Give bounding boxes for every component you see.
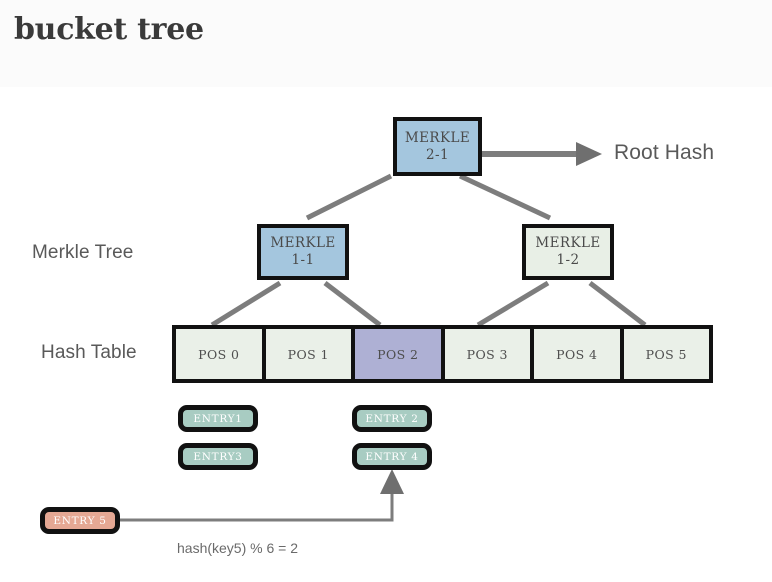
label-root-hash: Root Hash [614,141,715,164]
arrowhead-entry4 [380,469,404,494]
hash-cell-pos-5-label: POS 5 [645,346,687,362]
connector-merkle21-merkle12 [458,173,552,221]
connector-merkle11-pos0 [210,280,282,328]
merkle-node-2-1-line1: MERKLE [404,129,471,146]
connector-merkle21-merkle11 [305,173,393,221]
label-merkle-tree: Merkle Tree [32,242,134,263]
page-title: bucket tree [14,12,204,47]
merkle-node-2-1[interactable]: MERKLE 2-1 [393,117,482,176]
entry-box-entry-1-label: ENTRY1 [193,412,243,425]
connector-entry5-entry4 [120,491,394,522]
label-hash-formula: hash(key5) % 6 = 2 [177,540,299,556]
label-hash-table: Hash Table [41,342,137,363]
merkle-node-1-2-line2: 1-2 [556,252,580,268]
hash-cell-pos-3-label: POS 3 [466,346,508,362]
merkle-node-2-1-line2: 2-1 [426,146,449,163]
hash-cell-pos-1-label: POS 1 [287,346,329,362]
entry-box-entry-4[interactable]: ENTRY 4 [352,443,432,470]
connector-merkle12-pos3 [476,280,550,328]
entry-box-entry-5-label: ENTRY 5 [53,514,107,527]
hash-cell-pos-1[interactable]: POS 1 [265,329,355,379]
hash-cell-pos-0[interactable]: POS 0 [176,329,266,379]
merkle-node-1-1-line2: 1-1 [291,252,315,268]
entry-box-entry-4-label: ENTRY 4 [365,450,419,463]
hash-cell-pos-2-label: POS 2 [377,346,419,362]
hash-cell-pos-5[interactable]: POS 5 [623,329,709,379]
hash-cell-pos-0-label: POS 0 [198,346,240,362]
entry-box-entry-5[interactable]: ENTRY 5 [40,507,120,534]
hash-cell-pos-4[interactable]: POS 4 [534,329,624,379]
merkle-node-1-2-line1: MERKLE [535,235,601,252]
entry-box-entry-2-label: ENTRY 2 [365,412,419,425]
merkle-node-1-1-line1: MERKLE [270,235,336,252]
hash-table: POS 0 POS 1 POS 2 POS 3 POS 4 POS 5 [172,325,713,383]
entry-box-entry-3[interactable]: ENTRY3 [178,443,258,470]
entry-box-entry-2[interactable]: ENTRY 2 [352,405,432,432]
merkle-node-1-1[interactable]: MERKLE 1-1 [257,224,349,280]
hash-cell-pos-2[interactable]: POS 2 [355,329,445,379]
hash-cell-pos-4-label: POS 4 [556,346,598,362]
connector-merkle11-pos2 [323,281,382,327]
diagram-panel: MERKLE 2-1 MERKLE 1-1 MERKLE 1-2 POS 0 P… [10,87,772,582]
header-band: bucket tree [0,0,772,87]
connector-merkle12-pos5 [588,281,647,327]
hash-cell-pos-3[interactable]: POS 3 [444,329,534,379]
entry-box-entry-3-label: ENTRY3 [193,450,243,463]
entry-box-entry-1[interactable]: ENTRY1 [178,405,258,432]
arrowhead-root-hash [576,142,602,166]
merkle-node-1-2[interactable]: MERKLE 1-2 [522,224,614,280]
